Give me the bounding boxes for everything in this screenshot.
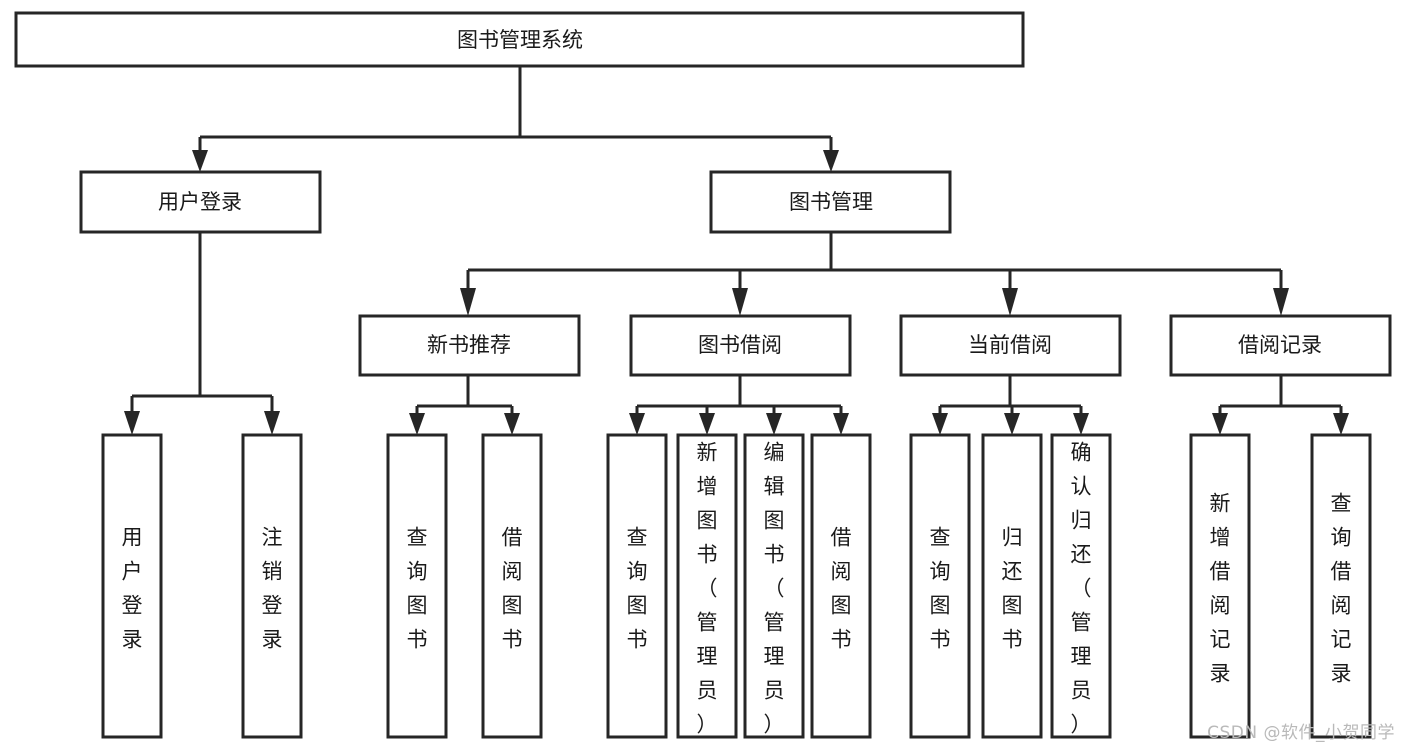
node-leaf-borrow-book-recommend-box[interactable] <box>481 433 543 739</box>
node-book-borrow[interactable]: 图书借阅 <box>629 314 852 377</box>
node-leaf-borrow-book-recommend-label: 借阅图书 <box>502 526 523 652</box>
arrow-icon <box>1333 413 1349 435</box>
node-borrow-record[interactable]: 借阅记录 <box>1169 314 1392 377</box>
node-leaf-query-borrow-record[interactable]: 查询借阅记录 <box>1310 433 1372 739</box>
node-leaf-confirm-return-admin-label: 确认归还（管理员） <box>1071 441 1092 737</box>
node-leaf-add-book-admin-box[interactable] <box>676 433 738 739</box>
node-leaf-query-book-recommend[interactable]: 查询图书 <box>386 433 448 739</box>
arrow-icon <box>1073 413 1089 435</box>
node-leaf-query-book-borrow-label: 查询图书 <box>627 526 648 652</box>
node-borrow-record-label: 借阅记录 <box>1238 333 1322 357</box>
node-leaf-add-borrow-record[interactable]: 新增借阅记录 <box>1189 433 1251 739</box>
node-leaf-add-book-admin[interactable]: 新增图书（管理员） <box>676 433 738 739</box>
node-leaf-borrow-book[interactable]: 借阅图书 <box>810 433 872 739</box>
arrow-icon <box>264 411 280 435</box>
arrow-icon <box>932 413 948 435</box>
node-leaf-edit-book-admin-box[interactable] <box>743 433 805 739</box>
arrow-icon <box>192 150 208 172</box>
node-user-login-label: 用户登录 <box>158 190 242 214</box>
node-root-label: 图书管理系统 <box>457 28 583 52</box>
node-leaf-return-book-label: 归还图书 <box>1002 526 1023 652</box>
node-book-borrow-label: 图书借阅 <box>698 333 782 357</box>
node-book-manage-box[interactable] <box>709 170 952 234</box>
node-leaf-query-book-borrow-box[interactable] <box>606 433 668 739</box>
node-leaf-return-book[interactable]: 归还图书 <box>981 433 1043 739</box>
node-leaf-add-borrow-record-box[interactable] <box>1189 433 1251 739</box>
node-leaf-logout-box[interactable] <box>241 433 303 739</box>
node-current-borrow-label: 当前借阅 <box>968 333 1052 357</box>
arrow-icon <box>1004 413 1020 435</box>
leaf-node-layer: 用户登录 注销登录 查询图书 借阅图书 查询图书 新增图书（管理员） 编辑图书（管理员） 借阅… <box>101 433 1372 739</box>
node-leaf-return-book-box[interactable] <box>981 433 1043 739</box>
arrow-icon <box>504 413 520 435</box>
arrow-icon <box>1002 288 1018 316</box>
arrow-icon <box>833 413 849 435</box>
node-leaf-query-book-borrow[interactable]: 查询图书 <box>606 433 668 739</box>
node-leaf-borrow-book-label: 借阅图书 <box>831 526 852 652</box>
node-current-borrow[interactable]: 当前借阅 <box>899 314 1122 377</box>
arrow-icon <box>409 413 425 435</box>
node-leaf-query-book-current-label: 查询图书 <box>930 526 951 652</box>
arrow-icon <box>460 288 476 316</box>
node-leaf-edit-book-admin-label: 编辑图书（管理员） <box>764 441 785 737</box>
arrow-icon <box>766 413 782 435</box>
node-current-borrow-box[interactable] <box>899 314 1122 377</box>
node-leaf-query-book-recommend-label: 查询图书 <box>407 526 428 652</box>
node-new-book-recommend[interactable]: 新书推荐 <box>358 314 581 377</box>
node-leaf-confirm-return-admin-box[interactable] <box>1050 433 1112 739</box>
node-leaf-logout-label: 注销登录 <box>262 526 283 652</box>
node-leaf-add-borrow-record-label: 新增借阅记录 <box>1210 492 1231 686</box>
node-leaf-user-login-label: 用户登录 <box>122 526 143 652</box>
node-book-borrow-box[interactable] <box>629 314 852 377</box>
node-user-login[interactable]: 用户登录 <box>79 170 322 234</box>
node-new-book-recommend-label: 新书推荐 <box>427 333 511 357</box>
arrow-icon <box>732 288 748 316</box>
arrow-icon <box>1273 288 1289 316</box>
edge-layer <box>124 66 1349 435</box>
node-leaf-add-book-admin-label: 新增图书（管理员） <box>697 441 718 737</box>
node-leaf-edit-book-admin[interactable]: 编辑图书（管理员） <box>743 433 805 739</box>
node-leaf-query-book-recommend-box[interactable] <box>386 433 448 739</box>
node-root-box[interactable] <box>14 11 1025 68</box>
arrow-icon <box>629 413 645 435</box>
node-leaf-query-borrow-record-label: 查询借阅记录 <box>1331 492 1352 686</box>
node-leaf-query-borrow-record-box[interactable] <box>1310 433 1372 739</box>
node-book-manage[interactable]: 图书管理 <box>709 170 952 234</box>
node-leaf-query-book-current-box[interactable] <box>909 433 971 739</box>
node-book-manage-label: 图书管理 <box>789 190 873 214</box>
node-leaf-user-login[interactable]: 用户登录 <box>101 433 163 739</box>
node-leaf-query-book-current[interactable]: 查询图书 <box>909 433 971 739</box>
node-leaf-user-login-box[interactable] <box>101 433 163 739</box>
arrow-icon <box>124 411 140 435</box>
node-leaf-borrow-book-box[interactable] <box>810 433 872 739</box>
node-new-book-recommend-box[interactable] <box>358 314 581 377</box>
node-leaf-confirm-return-admin[interactable]: 确认归还（管理员） <box>1050 433 1112 739</box>
node-borrow-record-box[interactable] <box>1169 314 1392 377</box>
node-leaf-logout[interactable]: 注销登录 <box>241 433 303 739</box>
node-user-login-box[interactable] <box>79 170 322 234</box>
arrow-icon <box>823 150 839 172</box>
node-leaf-borrow-book-recommend[interactable]: 借阅图书 <box>481 433 543 739</box>
node-root[interactable]: 图书管理系统 <box>14 11 1025 68</box>
arrow-icon <box>699 413 715 435</box>
arrow-icon <box>1212 413 1228 435</box>
